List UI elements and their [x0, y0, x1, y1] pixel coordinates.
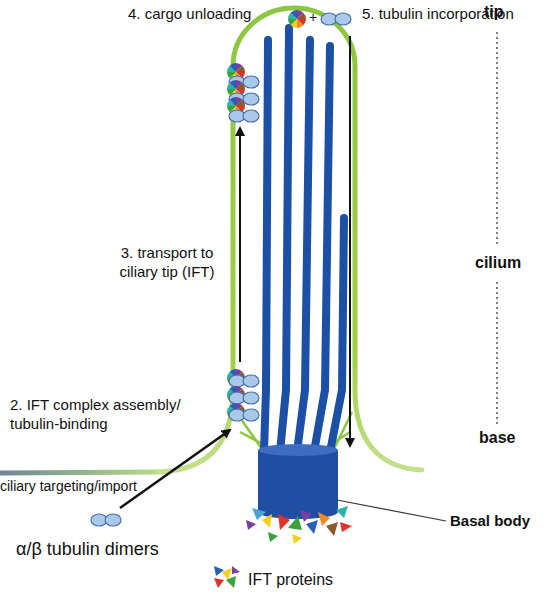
ift-train [229, 110, 259, 122]
transport-arrow [349, 36, 351, 446]
ift-protein [262, 514, 272, 528]
ift-protein [300, 510, 312, 522]
transport-arrow [120, 430, 230, 508]
ift-protein [340, 522, 352, 532]
plus-sign: + [309, 9, 317, 27]
basal-body [258, 444, 338, 519]
ift-protein [318, 512, 330, 526]
region-scale [496, 32, 498, 426]
import-label: ciliary targeting/import [0, 478, 137, 496]
region-label: tip [484, 2, 504, 22]
microtubule [280, 28, 289, 452]
legend-label: IFT proteins [248, 570, 333, 590]
ciliary-membrane [0, 8, 422, 473]
ift-protein-icon [214, 578, 224, 588]
ift-protein-icon [214, 566, 224, 576]
ift-protein [278, 514, 290, 530]
ciliary-membrane [0, 472, 160, 473]
tip-cargo [288, 10, 351, 28]
basal-body [258, 450, 338, 519]
ift-protein [268, 532, 278, 542]
step-label: 4. cargo unloading [128, 5, 251, 24]
region-scale [496, 32, 498, 246]
tubulin-dimer [91, 514, 121, 526]
microtubule [264, 28, 344, 452]
ift-protein-icon [214, 566, 240, 588]
tip-cargo [288, 10, 306, 28]
region-label: cilium [475, 253, 521, 273]
transport-arrow [239, 128, 241, 362]
microtubule [264, 40, 268, 452]
ift-protein [326, 522, 338, 536]
microtubule [314, 46, 330, 452]
tip-cargo [321, 13, 351, 25]
ift-protein-icon [232, 566, 240, 574]
ift-train [229, 392, 259, 404]
ift-protein [252, 508, 266, 520]
ift-protein [306, 520, 318, 534]
step-label: 2. IFT complex assembly/ tubulin-binding [10, 396, 200, 434]
tubulin-dimer [91, 514, 121, 526]
microtubule [297, 40, 310, 452]
component-label: Basal body [450, 512, 530, 531]
ift-protein-icon [226, 576, 236, 588]
leader-line [337, 500, 446, 521]
ift-protein [288, 516, 302, 530]
ciliary-membrane [158, 8, 422, 472]
ift-protein [292, 534, 302, 544]
ift-train [227, 63, 259, 421]
ift-protein [336, 506, 348, 518]
ift-protein [246, 506, 352, 544]
microtubule [330, 218, 344, 452]
region-label: base [479, 428, 515, 448]
ift-train [229, 409, 259, 421]
step-label: 3. transport to ciliary tip (IFT) [104, 244, 230, 282]
ift-protein [246, 520, 256, 530]
component-label: α/β tubulin dimers [16, 538, 159, 561]
basal-body [258, 444, 338, 456]
region-scale [496, 282, 498, 426]
ift-train [229, 375, 259, 387]
